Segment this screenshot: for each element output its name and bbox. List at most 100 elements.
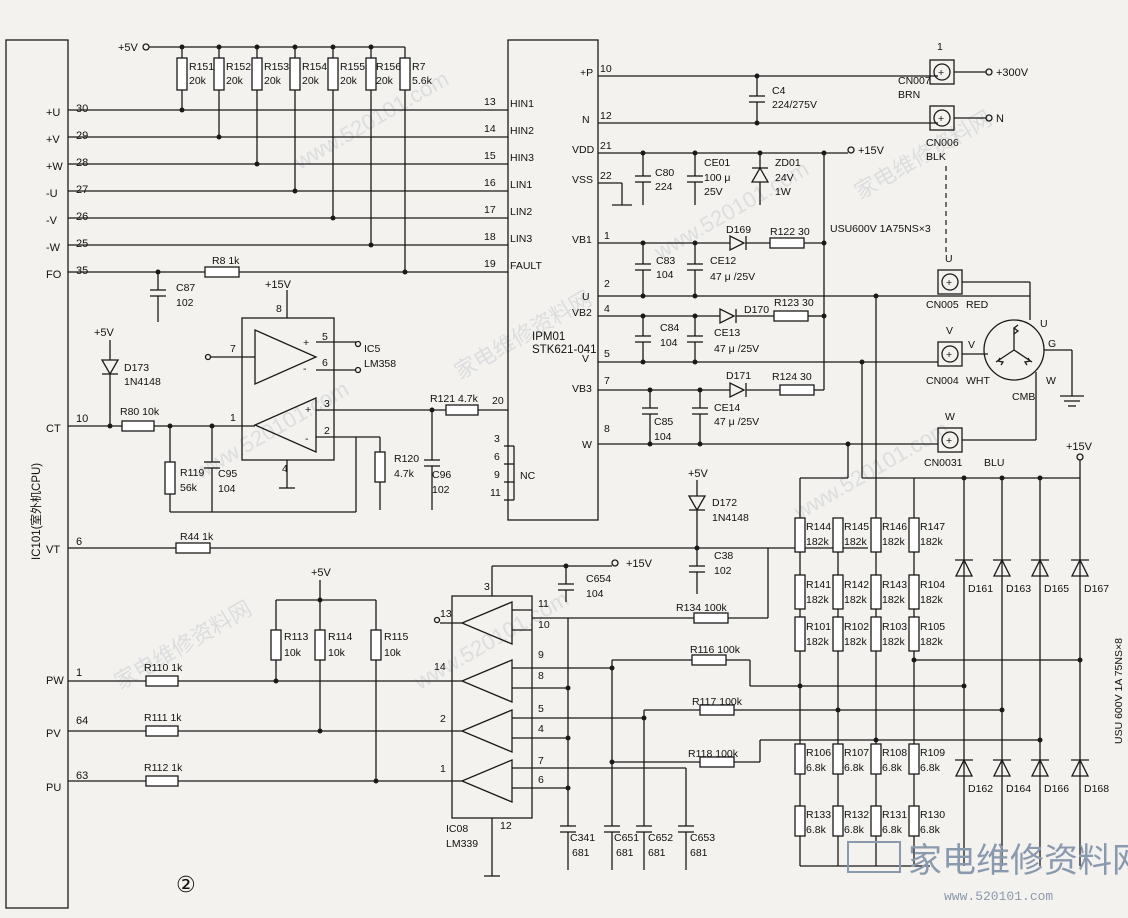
- svg-text:+V: +V: [46, 134, 60, 146]
- svg-text:LIN2: LIN2: [510, 206, 532, 218]
- svg-text:6.8k: 6.8k: [806, 824, 827, 836]
- svg-text:+15V: +15V: [626, 558, 653, 570]
- svg-text:R133: R133: [806, 809, 831, 821]
- svg-text:16: 16: [484, 177, 496, 189]
- svg-text:6: 6: [538, 774, 544, 786]
- svg-text:+P: +P: [580, 67, 593, 79]
- svg-text:1: 1: [604, 230, 610, 242]
- ipm-nc-pins: 3 6 9 11 NC: [490, 433, 536, 501]
- svg-text:R118 100k: R118 100k: [688, 748, 739, 760]
- svg-text:1: 1: [230, 412, 236, 424]
- svg-text:5.6k: 5.6k: [412, 75, 433, 87]
- svg-text:64: 64: [76, 715, 88, 727]
- svg-text:224: 224: [655, 181, 673, 193]
- svg-text:R116 100k: R116 100k: [690, 644, 741, 656]
- svg-text:104: 104: [654, 431, 672, 443]
- svg-text:1: 1: [440, 763, 446, 775]
- svg-text:19: 19: [484, 258, 496, 270]
- svg-text:26: 26: [76, 211, 88, 223]
- svg-text:681: 681: [616, 847, 634, 859]
- svg-text:D164: D164: [1006, 783, 1031, 795]
- svg-text:FO: FO: [46, 269, 62, 281]
- svg-text:11: 11: [490, 487, 501, 499]
- svg-text:+15V: +15V: [265, 279, 292, 291]
- svg-text:C4: C4: [772, 85, 786, 97]
- svg-text:D167: D167: [1084, 583, 1109, 595]
- svg-text:4.7k: 4.7k: [394, 468, 415, 480]
- svg-text:20k: 20k: [264, 75, 282, 87]
- svg-text:681: 681: [572, 847, 590, 859]
- svg-text:R145: R145: [844, 521, 869, 533]
- svg-text:R123 30: R123 30: [774, 297, 814, 309]
- svg-text:VT: VT: [46, 544, 60, 556]
- svg-text:VB1: VB1: [572, 234, 592, 246]
- svg-text:BLU: BLU: [984, 457, 1004, 469]
- svg-text:V: V: [946, 325, 953, 337]
- svg-text:10: 10: [600, 63, 612, 75]
- svg-text:WHT: WHT: [966, 375, 990, 387]
- svg-text:30: 30: [76, 103, 88, 115]
- svg-text:4: 4: [604, 303, 610, 315]
- svg-text:R120: R120: [394, 453, 419, 465]
- brand-watermark: 家电维修资料网 www.520101.com: [847, 841, 1128, 904]
- svg-text:182k: 182k: [806, 636, 830, 648]
- svg-text:-: -: [305, 433, 309, 445]
- svg-text:C654: C654: [586, 573, 611, 585]
- svg-text:LIN3: LIN3: [510, 233, 532, 245]
- svg-text:9: 9: [538, 649, 544, 661]
- svg-text:10: 10: [538, 619, 550, 631]
- svg-text:47 μ /25V: 47 μ /25V: [714, 343, 759, 355]
- svg-text:D168: D168: [1084, 783, 1109, 795]
- svg-text:182k: 182k: [920, 536, 944, 548]
- svg-text:D163: D163: [1006, 583, 1031, 595]
- svg-text:8: 8: [538, 670, 544, 682]
- svg-text:21: 21: [600, 140, 612, 152]
- watermark-text: 家电维修资料网: [450, 286, 596, 385]
- cpu-label: IC101(室外机CPU): [29, 463, 43, 560]
- svg-text:+: +: [946, 435, 952, 447]
- svg-text:STK621-041: STK621-041: [532, 344, 597, 356]
- svg-text:-V: -V: [46, 215, 58, 227]
- svg-text:224/275V: 224/275V: [772, 99, 817, 111]
- svg-text:+15V: +15V: [1066, 441, 1093, 453]
- svg-text:10: 10: [76, 413, 88, 425]
- svg-text:182k: 182k: [844, 594, 868, 606]
- svg-text:R144: R144: [806, 521, 831, 533]
- svg-text:6.8k: 6.8k: [844, 762, 865, 774]
- svg-text:U: U: [1040, 318, 1048, 330]
- svg-text:24V: 24V: [775, 172, 794, 184]
- svg-text:R7: R7: [412, 61, 426, 73]
- svg-text:CE01: CE01: [704, 157, 730, 169]
- svg-text:W: W: [945, 411, 955, 423]
- svg-text:PW: PW: [46, 675, 64, 687]
- svg-text:6.8k: 6.8k: [882, 824, 903, 836]
- svg-text:5: 5: [322, 331, 328, 343]
- svg-text:56k: 56k: [180, 482, 198, 494]
- svg-text:USU 600V 1A 75NS×8: USU 600V 1A 75NS×8: [1113, 638, 1125, 744]
- svg-text:182k: 182k: [882, 536, 906, 548]
- svg-text:R124 30: R124 30: [772, 371, 812, 383]
- svg-text:CT: CT: [46, 423, 61, 435]
- svg-text:R134 100k: R134 100k: [676, 602, 728, 614]
- svg-text:28: 28: [76, 157, 88, 169]
- svg-text:102: 102: [432, 484, 450, 496]
- svg-text:4: 4: [282, 463, 288, 475]
- resistor-r8: [204, 266, 240, 278]
- svg-text:20k: 20k: [340, 75, 358, 87]
- page-number-mark: ②: [176, 873, 196, 898]
- svg-text:V: V: [582, 353, 589, 365]
- svg-text:IC5: IC5: [364, 343, 381, 355]
- svg-text:R115: R115: [384, 631, 408, 643]
- svg-text:1N4148: 1N4148: [124, 376, 161, 388]
- watermark-text: www.520101.com: [789, 416, 953, 525]
- svg-text:20k: 20k: [226, 75, 244, 87]
- svg-text:R104: R104: [920, 579, 945, 591]
- svg-text:C83: C83: [656, 255, 675, 267]
